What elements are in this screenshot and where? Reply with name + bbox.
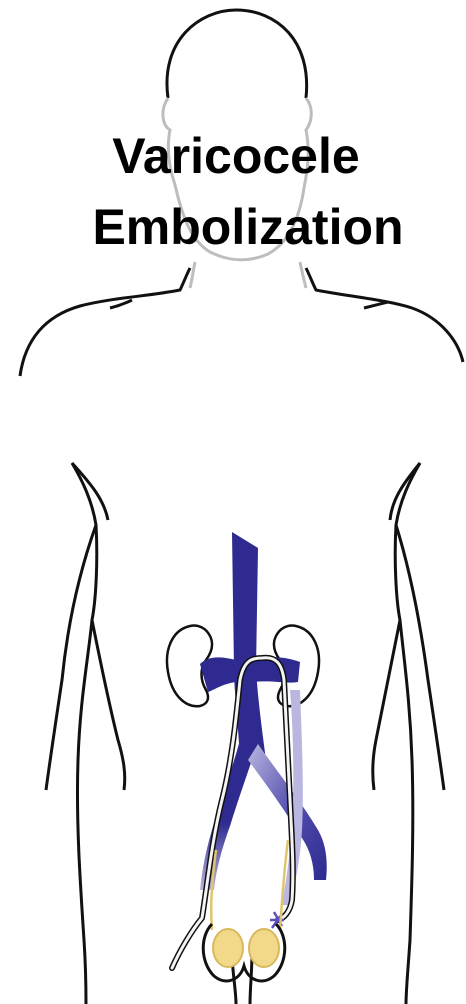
right-body-side [395, 463, 420, 1004]
left-testis [213, 929, 243, 967]
left-forearm [92, 620, 125, 790]
neck-right [300, 262, 306, 288]
genitals [203, 924, 285, 1004]
left-body-side [72, 463, 97, 1004]
right-forearm [373, 620, 400, 790]
right-testis [249, 929, 279, 967]
head-outline [167, 10, 307, 98]
left-collar [110, 300, 132, 308]
venous-system [200, 532, 327, 905]
title-line-1: Varicocele [112, 128, 359, 184]
right-shoulder [306, 268, 463, 362]
right-collar [364, 302, 388, 308]
neck-left [190, 262, 195, 288]
left-shoulder [20, 268, 190, 376]
title-line-2: Embolization [92, 199, 403, 255]
title: Varicocele Embolization [92, 128, 403, 255]
